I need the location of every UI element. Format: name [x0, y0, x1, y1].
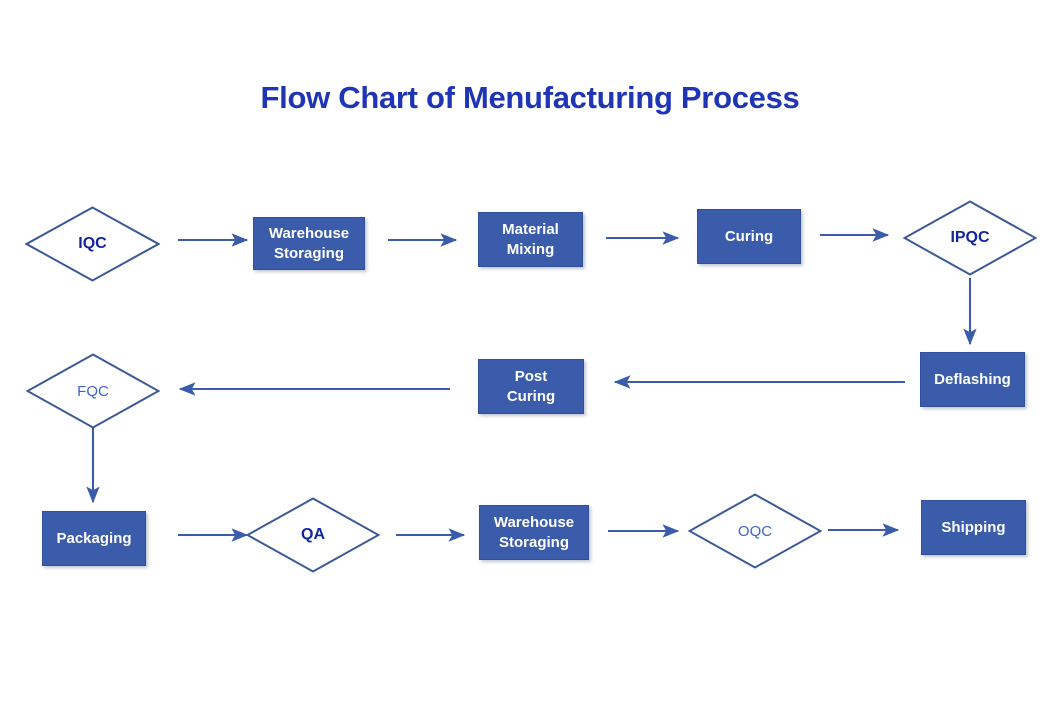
node-material-mixing-label: Material Mixing: [502, 221, 559, 258]
node-warehouse-storaging-1[interactable]: Warehouse Storaging: [253, 217, 365, 270]
diamond-shape: [688, 493, 822, 569]
node-shipping-label: Shipping: [941, 518, 1006, 536]
node-packaging[interactable]: Packaging: [42, 511, 146, 566]
node-qa-label: QA: [301, 526, 325, 543]
node-warehouse-storaging-2-label: Warehouse Storaging: [493, 514, 575, 551]
diamond-shape: [26, 353, 160, 429]
node-ipqc-label: IPQC: [950, 229, 990, 246]
node-ipqc[interactable]: IPQC: [903, 200, 1037, 276]
node-material-mixing[interactable]: Material Mixing: [478, 212, 583, 267]
node-shipping[interactable]: Shipping: [921, 500, 1026, 555]
node-post-curing[interactable]: Post Curing: [478, 359, 584, 414]
node-iqc-label: IQC: [78, 235, 107, 252]
node-fqc[interactable]: FQC: [26, 353, 160, 429]
diamond-shape: [903, 200, 1037, 276]
node-oqc[interactable]: OQC: [688, 493, 822, 569]
node-curing-label: Curing: [724, 227, 774, 245]
node-packaging-label: Packaging: [56, 529, 132, 547]
node-warehouse-storaging-1-label: Warehouse Storaging: [268, 225, 350, 262]
node-warehouse-storaging-2[interactable]: Warehouse Storaging: [479, 505, 589, 560]
node-deflashing-label: Deflashing: [934, 370, 1011, 388]
node-iqc[interactable]: IQC: [25, 206, 160, 282]
node-curing[interactable]: Curing: [697, 209, 801, 264]
diamond-shape: [246, 497, 380, 573]
diamond-shape: [25, 206, 160, 282]
page-title: Flow Chart of Menufacturing Process: [260, 80, 800, 115]
node-qa[interactable]: QA: [246, 497, 380, 573]
node-deflashing[interactable]: Deflashing: [920, 352, 1025, 407]
node-oqc-label: OQC: [737, 522, 773, 540]
node-post-curing-label: Post Curing: [506, 368, 556, 405]
node-fqc-label: FQC: [77, 382, 109, 400]
